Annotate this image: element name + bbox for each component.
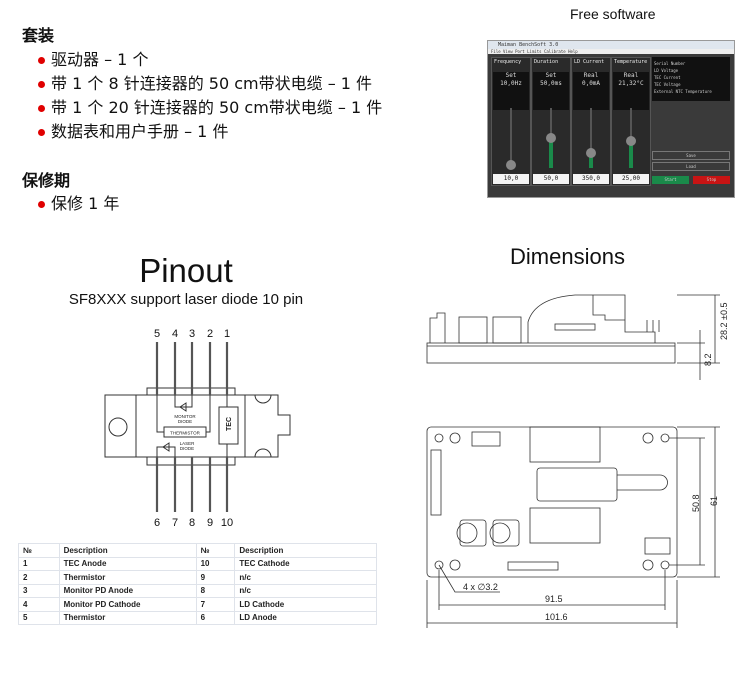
save-button[interactable]: Save — [652, 151, 730, 160]
pin-number: 3 — [189, 328, 195, 340]
dimensions-title: Dimensions — [510, 244, 625, 269]
pin-number: 1 — [224, 328, 230, 340]
monitor-diode-label: MONITOR — [174, 414, 196, 419]
kit-item: 带 1 个 20 针连接器的 50 cm带状电缆 – 1 件 — [38, 94, 382, 118]
value-input[interactable]: 10,0 — [493, 174, 529, 184]
pin-number: 2 — [207, 328, 213, 340]
tec-label: TEC — [226, 417, 233, 431]
bullet-icon — [38, 129, 45, 136]
slider-knob[interactable] — [546, 133, 556, 143]
status-line: Serial Number — [654, 61, 686, 66]
kit-heading: 套装 — [22, 26, 55, 45]
bullet-icon — [38, 105, 45, 112]
kit-item: 带 1 个 8 针连接器的 50 cm带状电缆 – 1 件 — [38, 70, 372, 94]
bullet-icon — [38, 81, 45, 88]
kit-item: 驱动器 – 1 个 — [38, 46, 148, 70]
pin-number: 9 — [207, 517, 213, 529]
svg-text:DIODE: DIODE — [180, 446, 194, 451]
status-line: LD Voltage — [654, 68, 679, 73]
value-input[interactable]: 25,00 — [613, 174, 649, 184]
board-width-dimension: 101.6 — [545, 612, 568, 622]
pin-number: 10 — [221, 517, 233, 529]
pin-number: 7 — [172, 517, 178, 529]
value-input[interactable]: 50,0 — [533, 174, 569, 184]
pinout-subtitle: SF8XXX support laser diode 10 pin — [68, 291, 304, 308]
warranty-heading: 保修期 — [22, 171, 71, 190]
hole-pitch-y-dimension: 50.8 — [691, 494, 701, 512]
holes-callout: 4 x ∅3.2 — [463, 582, 498, 592]
thermistor-label: THERMISTOR — [170, 431, 200, 436]
load-button[interactable]: Load — [652, 162, 730, 171]
height-dimension: 28.2 ±0.5 — [719, 303, 729, 340]
hole-pitch-x-dimension: 91.5 — [545, 594, 563, 604]
stop-button[interactable]: Stop — [693, 176, 730, 184]
status-line: TEC Voltage — [654, 82, 681, 87]
pin-number: 4 — [172, 328, 178, 340]
bullet-icon — [38, 201, 45, 208]
value-input[interactable]: 350,0 — [573, 174, 609, 184]
laser-diode-label: LASER — [180, 441, 196, 446]
menu-bar: File View Port Limits Calibrate Help — [488, 49, 734, 54]
status-line: TEC Current — [654, 75, 681, 80]
kit-item: 数据表和用户手册 – 1 件 — [38, 118, 228, 142]
dimensions-drawing: 28.2 ±0.5 8.2 50.8 61 91.5 101.6 4 x ∅3.… — [426, 294, 729, 628]
board-height-dimension: 61 — [709, 496, 719, 506]
slider-knob[interactable] — [586, 148, 596, 158]
svg-text:DIODE: DIODE — [178, 419, 192, 424]
pinout-diagram: 5 6 4 7 3 8 2 9 1 10 MONITOR DIODE THERMISTOR LAS… — [104, 328, 291, 529]
bullet-icon — [38, 57, 45, 64]
warranty-item: 保修 1 年 — [38, 190, 119, 214]
pin-number: 6 — [154, 517, 160, 529]
start-button[interactable]: Start — [652, 176, 689, 184]
pin-number: 8 — [189, 517, 195, 529]
slider-knob[interactable] — [626, 136, 636, 146]
software-caption: Free software — [570, 6, 656, 22]
status-line: External NTC Temperature — [654, 89, 712, 94]
slider-knob[interactable] — [506, 160, 516, 170]
software-screenshot: Maiman BenchSoft 3.0 File View Port Limi… — [487, 40, 735, 198]
window-title: Maiman BenchSoft 3.0 — [488, 41, 734, 49]
pinout-title: Pinout — [139, 252, 233, 289]
pin-number: 5 — [154, 328, 160, 340]
base-height-dimension: 8.2 — [703, 353, 713, 366]
